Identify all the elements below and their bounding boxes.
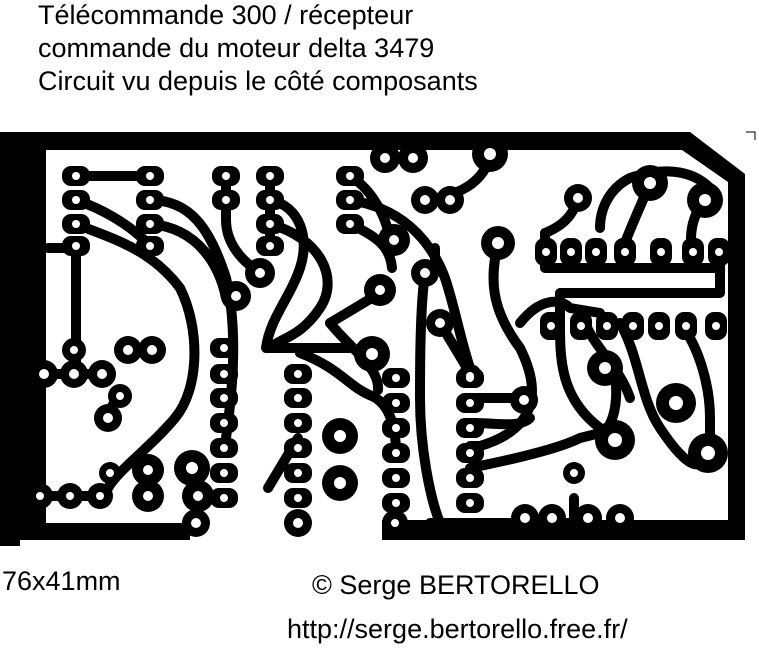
- pcb-layout: [0, 131, 756, 546]
- dip-right: [382, 368, 484, 513]
- corner-mark: [746, 131, 756, 140]
- website-url: http://serge.bertorello.free.fr/: [287, 614, 628, 644]
- title-line-1: Télécommande 300 / récepteur: [38, 0, 414, 30]
- board-dimensions: 76x41mm: [2, 566, 121, 596]
- copyright-notice: © Serge BERTORELLO: [312, 570, 600, 600]
- title-line-3: Circuit vu depuis le côté composants: [38, 66, 478, 96]
- ground-frame: [0, 132, 745, 546]
- title-line-2: commande du moteur delta 3479: [38, 33, 435, 63]
- dip-far-right-top: [535, 238, 730, 266]
- drill-holes: [36, 148, 723, 528]
